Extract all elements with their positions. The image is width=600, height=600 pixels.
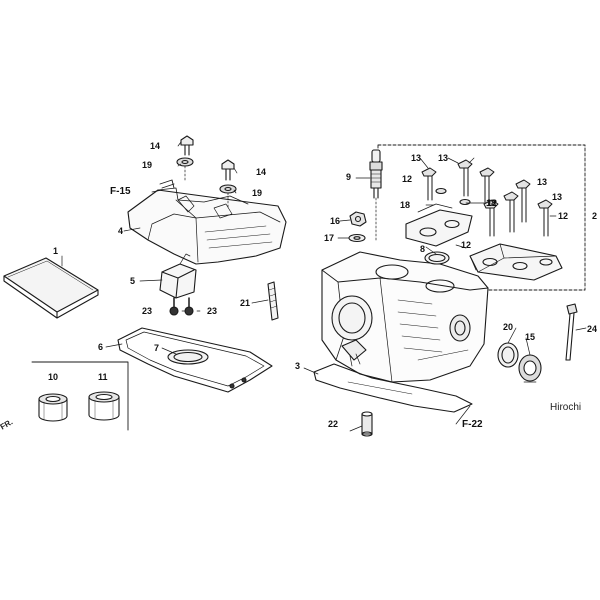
part-21-stud	[267, 281, 279, 321]
callout-18b: 18	[486, 198, 497, 208]
callout-15: 15	[525, 332, 536, 342]
callout-12a: 12	[402, 174, 413, 184]
part-7-seal	[167, 349, 209, 365]
cover-bolt-left	[176, 135, 194, 183]
callout-17: 17	[324, 233, 335, 243]
callout-5: 5	[130, 276, 136, 286]
part-20-ring	[497, 342, 519, 368]
leader-lines	[61, 141, 587, 432]
part-17-washer	[348, 233, 366, 243]
callout-3: 3	[295, 361, 301, 371]
callout-4: 4	[118, 226, 124, 236]
callout-6: 6	[98, 342, 104, 352]
camshaft-holder	[469, 243, 563, 281]
reference-f22: F-22	[462, 419, 483, 430]
callout-16: 16	[330, 216, 341, 226]
callout-13b: 13	[438, 153, 449, 163]
callout-11: 11	[98, 372, 108, 382]
callout-13a: 13	[411, 153, 422, 163]
callout-23b: 23	[207, 306, 218, 316]
part-5-bracket	[159, 253, 197, 299]
callout-21: 21	[240, 298, 251, 308]
part-18-holder	[405, 203, 473, 247]
callout-13c: 13	[537, 177, 548, 187]
bolts-12-13	[421, 159, 553, 237]
callout-20: 20	[503, 322, 514, 332]
callout-1: 1	[53, 246, 59, 256]
part-1-pad	[3, 257, 99, 319]
inset-frame	[31, 361, 129, 431]
callout-2: 2	[592, 211, 598, 221]
part-9-spark-plug	[369, 149, 383, 241]
callout-7: 7	[154, 343, 160, 353]
callout-19b: 19	[252, 188, 263, 198]
callout-12c: 12	[461, 240, 472, 250]
head-gasket	[313, 363, 473, 413]
part-8-o-ring	[424, 251, 450, 265]
part-24-long-bolt	[565, 303, 578, 361]
callout-23a: 23	[142, 306, 153, 316]
callout-12b: 12	[487, 198, 498, 208]
callout-14b: 14	[256, 167, 267, 177]
watermark-text: Hirochi	[550, 402, 582, 413]
part-10-bushing	[38, 393, 68, 422]
callout-18a: 18	[400, 200, 411, 210]
part-11-bushing	[88, 391, 120, 421]
callout-24: 24	[587, 324, 598, 334]
part-22-dowel	[361, 411, 373, 437]
callout-13d: 13	[552, 192, 563, 202]
reference-f15: F-15	[110, 186, 131, 197]
part-16-nut	[349, 211, 367, 227]
callout-10: 10	[48, 372, 59, 382]
callout-19a: 19	[142, 160, 153, 170]
part-23-bolts	[169, 297, 194, 316]
callout-22: 22	[328, 419, 339, 429]
callout-14a: 14	[150, 141, 161, 151]
callout-9: 9	[346, 172, 352, 182]
part-18-collar	[435, 187, 471, 206]
part-4-head-cover	[127, 179, 287, 265]
part-15-cap	[518, 354, 542, 383]
cover-bolt-right	[219, 159, 237, 209]
part-6-cover-gasket	[117, 327, 273, 393]
callout-8: 8	[420, 244, 426, 254]
part-3-cylinder-head	[321, 251, 489, 383]
callout-12d: 12	[558, 211, 569, 221]
